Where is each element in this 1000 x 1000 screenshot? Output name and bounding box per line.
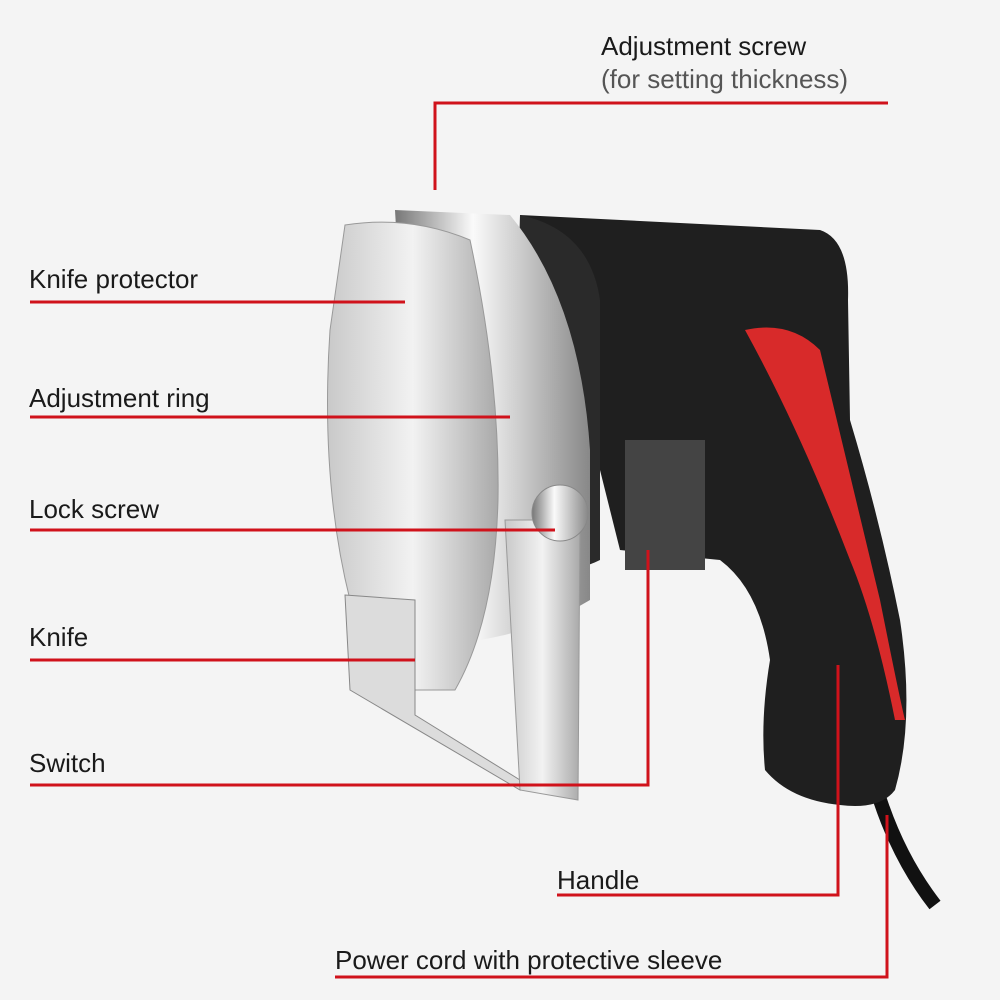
label-adjustment-screw: Adjustment screw: [601, 31, 807, 61]
label-knife-protector: Knife protector: [29, 264, 199, 294]
label-adjustment-screw-note: (for setting thickness): [601, 64, 849, 94]
leader-lines: [30, 101, 889, 979]
leader-switch: [30, 550, 650, 787]
label-switch: Switch: [29, 748, 106, 778]
power-cord: [873, 797, 941, 910]
label-knife: Knife: [29, 622, 89, 652]
label-lock-screw: Lock screw: [29, 494, 160, 524]
lock-screw-knob: [531, 484, 589, 542]
label-adjustment-ring: Adjustment ring: [29, 383, 210, 413]
leader-adjustment-screw: [433, 101, 888, 190]
label-power-cord: Power cord with protective sleeve: [335, 945, 723, 975]
handle-grip: [745, 327, 905, 720]
switch-shape: [625, 440, 705, 570]
leader-power-cord: [335, 815, 889, 979]
guard-plate: [504, 519, 581, 801]
leader-handle: [557, 665, 840, 897]
label-handle: Handle: [557, 865, 640, 895]
